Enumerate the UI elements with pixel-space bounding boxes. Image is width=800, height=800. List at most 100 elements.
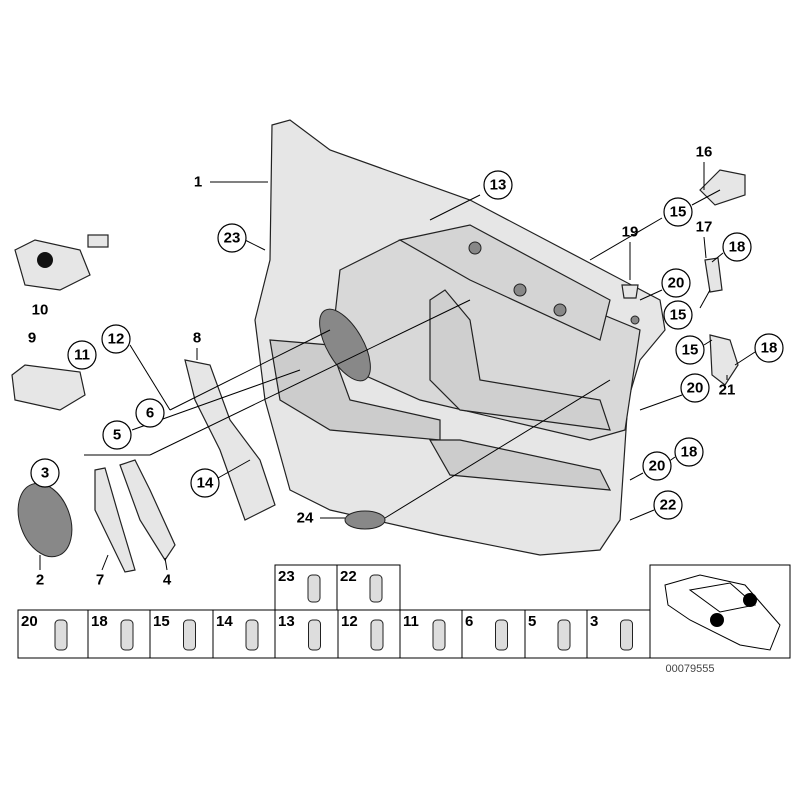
callout-circle bbox=[30, 458, 60, 488]
speaker-grille bbox=[319, 308, 371, 382]
callout-circle bbox=[101, 324, 131, 354]
callout-10: 10 bbox=[32, 302, 49, 319]
fastener-icon bbox=[370, 619, 384, 651]
badge-24 bbox=[344, 510, 386, 530]
callout-label: 19 bbox=[622, 224, 639, 241]
fastener-icon bbox=[432, 619, 446, 651]
callout-2: 2 bbox=[36, 572, 44, 589]
callout-22: 22 bbox=[653, 490, 683, 520]
callout-circle bbox=[661, 268, 691, 298]
door-trim-panel bbox=[254, 119, 666, 556]
door-handle-9 bbox=[11, 364, 86, 411]
callout-8: 8 bbox=[193, 330, 201, 347]
fastener-cell-13: 13 bbox=[278, 613, 321, 651]
fastener-label: 12 bbox=[341, 613, 358, 630]
fastener-table bbox=[17, 564, 791, 659]
callout-label: 9 bbox=[28, 330, 36, 347]
callout-15: 15 bbox=[663, 300, 693, 330]
callout-label: 17 bbox=[696, 219, 713, 236]
callout-circle bbox=[102, 420, 132, 450]
callout-label: 8 bbox=[193, 330, 201, 347]
callout-label: 15 bbox=[682, 342, 699, 359]
callout-23: 23 bbox=[217, 223, 247, 253]
bracket-17 bbox=[704, 257, 723, 293]
callout-9: 9 bbox=[28, 330, 36, 347]
callout-24: 24 bbox=[297, 510, 314, 527]
location-dot bbox=[743, 593, 757, 607]
callout-circle bbox=[483, 170, 513, 200]
fastener-label: 3 bbox=[590, 613, 598, 630]
callout-label: 11 bbox=[74, 347, 90, 364]
callout-18: 18 bbox=[722, 232, 752, 262]
fastener-cell-3: 3 bbox=[590, 613, 633, 651]
callout-20: 20 bbox=[661, 268, 691, 298]
fastener-label: 18 bbox=[91, 613, 108, 630]
connector bbox=[87, 234, 109, 248]
grab-handle-4 bbox=[119, 459, 176, 562]
callout-label: 22 bbox=[660, 497, 677, 514]
callout-label: 7 bbox=[96, 572, 104, 589]
callout-19: 19 bbox=[622, 224, 639, 241]
location-dot bbox=[710, 613, 724, 627]
callout-label: 10 bbox=[32, 302, 49, 319]
callout-label: 12 bbox=[108, 331, 125, 348]
callout-7: 7 bbox=[96, 572, 104, 589]
fastener-cell-20: 20 bbox=[21, 613, 68, 651]
callout-circle bbox=[653, 490, 683, 520]
car-location-icon bbox=[664, 574, 781, 651]
fastener-icon bbox=[120, 619, 134, 651]
callout-circle bbox=[754, 333, 784, 363]
callout-label: 1 bbox=[194, 174, 202, 191]
callout-15: 15 bbox=[675, 335, 705, 365]
callout-label: 18 bbox=[729, 239, 746, 256]
callout-1: 1 bbox=[194, 174, 202, 191]
callout-circle bbox=[135, 398, 165, 428]
callout-label: 6 bbox=[146, 405, 154, 422]
callout-circle bbox=[217, 223, 247, 253]
callout-label: 3 bbox=[41, 465, 49, 482]
callout-circle bbox=[663, 197, 693, 227]
callout-circle bbox=[663, 300, 693, 330]
callout-20: 20 bbox=[642, 451, 672, 481]
callout-label: 15 bbox=[670, 204, 687, 221]
callout-label: 20 bbox=[687, 380, 704, 397]
callout-label: 18 bbox=[681, 444, 698, 461]
fastener-icon bbox=[620, 619, 633, 651]
fastener-cell-14: 14 bbox=[216, 613, 259, 651]
fastener-label: 20 bbox=[21, 613, 38, 630]
callout-label: 2 bbox=[36, 572, 44, 589]
callout-18: 18 bbox=[674, 437, 704, 467]
callout-label: 20 bbox=[668, 275, 685, 292]
callout-11: 11 bbox=[67, 340, 97, 370]
callout-label: 18 bbox=[761, 340, 778, 357]
fastener-icon bbox=[557, 619, 571, 651]
fastener-cell-11: 11 bbox=[403, 613, 446, 651]
callout-circle bbox=[675, 335, 705, 365]
fastener-cell-12: 12 bbox=[341, 613, 384, 651]
callout-circle bbox=[674, 437, 704, 467]
callout-label: 24 bbox=[297, 510, 314, 527]
fastener-cell-23: 23 bbox=[278, 568, 321, 603]
fastener-label: 22 bbox=[340, 568, 357, 585]
callout-label: 16 bbox=[696, 144, 713, 161]
fastener-icon bbox=[307, 574, 321, 603]
callout-15: 15 bbox=[663, 197, 693, 227]
speaker-cover-2 bbox=[17, 482, 73, 558]
fastener-label: 5 bbox=[528, 613, 536, 630]
fastener-label: 15 bbox=[153, 613, 170, 630]
fastener-cell-6: 6 bbox=[465, 613, 508, 651]
callout-16: 16 bbox=[696, 144, 713, 161]
fastener-icon bbox=[54, 619, 68, 651]
fastener-icon bbox=[369, 574, 383, 603]
callout-circle bbox=[190, 468, 220, 498]
hinge-16 bbox=[699, 169, 746, 206]
fastener-label: 6 bbox=[465, 613, 473, 630]
callout-6: 6 bbox=[135, 398, 165, 428]
fastener-label: 13 bbox=[278, 613, 295, 630]
fastener-label: 11 bbox=[403, 613, 419, 630]
callout-18: 18 bbox=[754, 333, 784, 363]
bracket-8 bbox=[184, 359, 276, 521]
callout-label: 21 bbox=[719, 382, 736, 399]
clip-19 bbox=[621, 284, 639, 299]
